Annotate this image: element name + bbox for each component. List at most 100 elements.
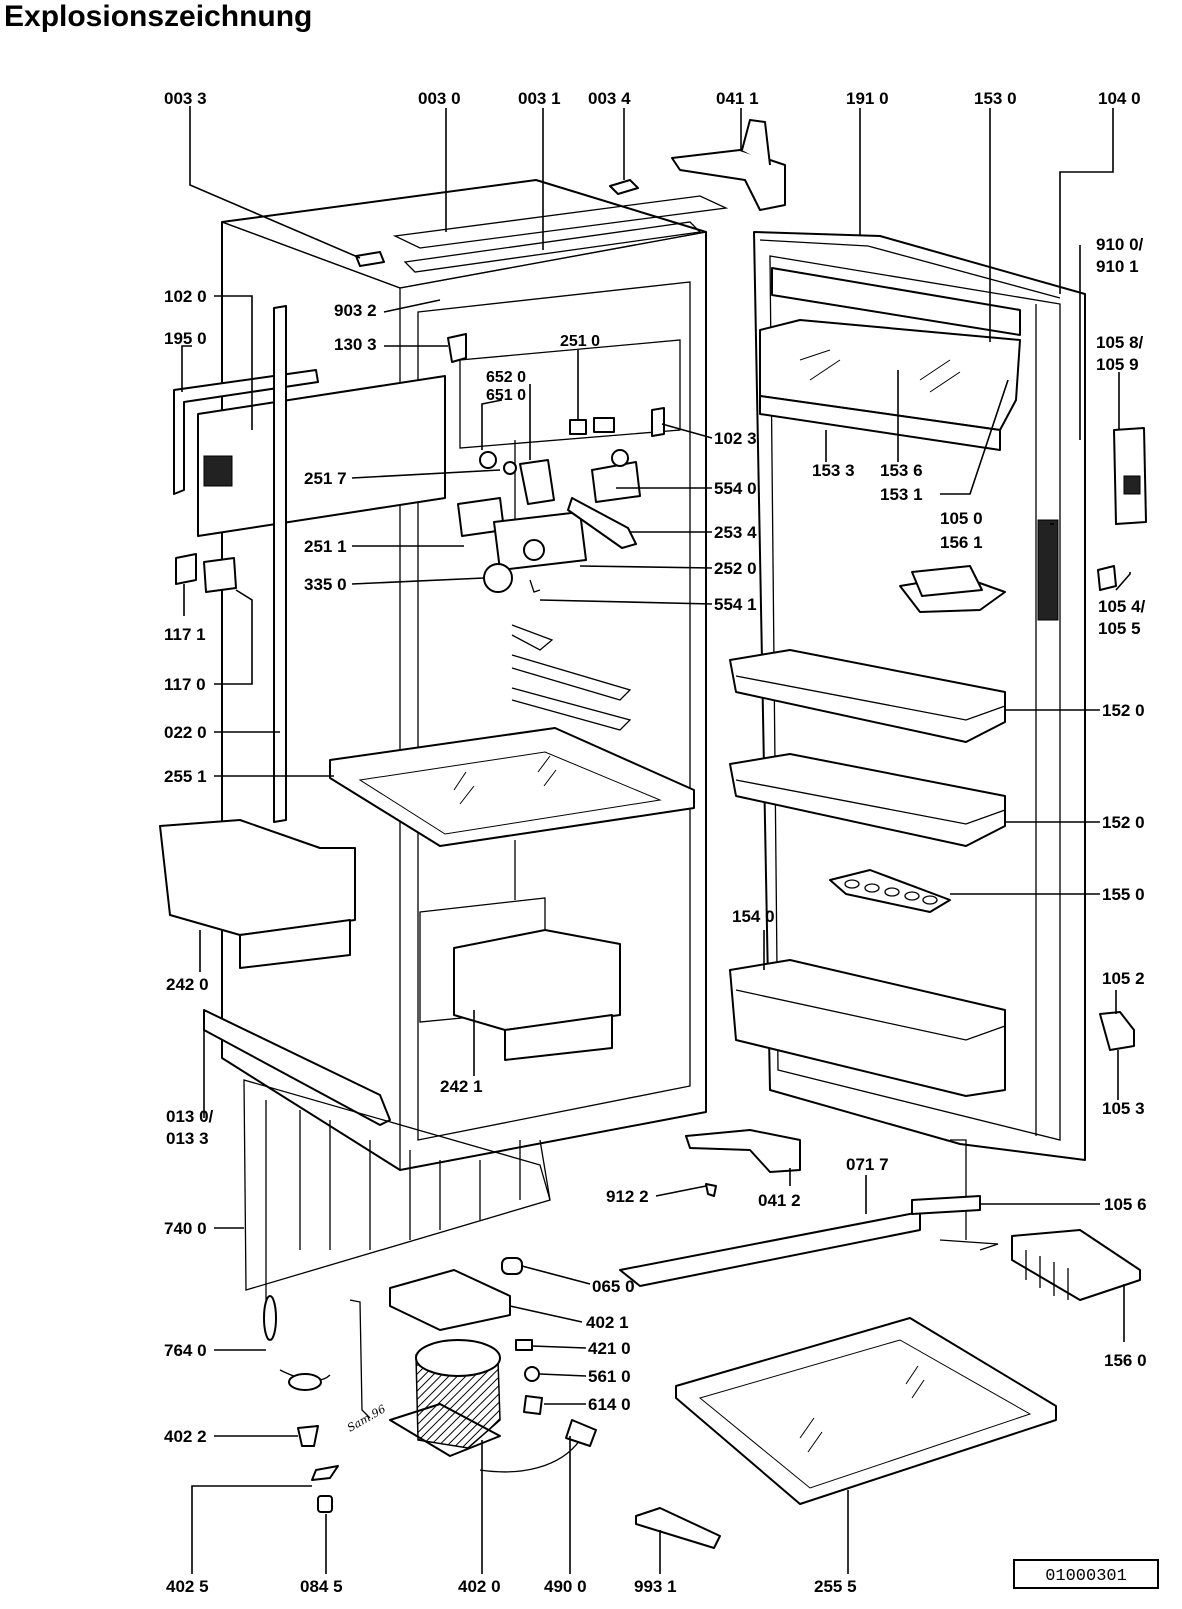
label-part: 071 7 (846, 1155, 889, 1174)
label-part: 910 0/ (1096, 235, 1144, 254)
label-part: 252 0 (714, 559, 757, 578)
door-shelf-middle (729, 753, 1006, 847)
label-part: 013 3 (166, 1129, 209, 1148)
glass-shelf-upper (329, 727, 695, 847)
compressor-assembly (349, 1257, 597, 1473)
ice-cube-tray (1011, 1229, 1141, 1301)
document-number: 01000301 (1045, 1567, 1127, 1586)
label-part: 614 0 (588, 1395, 631, 1414)
label-part: 402 2 (164, 1427, 207, 1446)
label-part: 041 1 (716, 89, 759, 108)
label-part: 105 0 (940, 509, 983, 528)
top-cover-strips (392, 195, 729, 273)
label-part: 993 1 (634, 1577, 677, 1596)
label-part: 335 0 (304, 575, 347, 594)
label-part: 105 4/ (1098, 597, 1146, 616)
evaporator-panel (173, 369, 446, 537)
label-part: 084 5 (300, 1577, 343, 1596)
thermostat-assembly (447, 333, 665, 593)
label-part: 255 1 (164, 767, 207, 786)
label-part: 251 1 (304, 537, 347, 556)
door-shelf-upper (729, 649, 1006, 743)
document-number-box: 01000301 (1013, 1559, 1159, 1589)
label-part: 490 0 (544, 1577, 587, 1596)
label-part: 155 0 (1102, 885, 1145, 904)
label-part: 156 1 (940, 533, 983, 552)
label-part: 402 5 (166, 1577, 209, 1596)
label-part: 003 4 (588, 89, 631, 108)
label-part: 251 7 (304, 469, 347, 488)
label-part: 740 0 (164, 1219, 207, 1238)
label-part: 105 6 (1104, 1195, 1147, 1214)
label-part: 255 5 (814, 1577, 857, 1596)
sensor-bulb (263, 1100, 331, 1391)
label-part: 013 0/ (166, 1107, 214, 1126)
storage-box-left (159, 819, 356, 969)
label-part: 153 0 (974, 89, 1017, 108)
label-part: 903 2 (334, 301, 377, 320)
label-part: 402 1 (586, 1313, 629, 1332)
label-part: 153 1 (880, 485, 923, 504)
label-part: 421 0 (588, 1339, 631, 1358)
clip-part (355, 251, 385, 267)
condenser (243, 1079, 551, 1291)
label-part: 153 6 (880, 461, 923, 480)
label-part: 022 0 (164, 723, 207, 742)
label-part: 102 0 (164, 287, 207, 306)
label-part: 117 1 (164, 625, 206, 644)
leader-lines (181, 106, 1131, 1574)
label-part: 152 0 (1102, 813, 1145, 832)
label-part: 105 8/ (1096, 333, 1144, 352)
label-part: 402 0 (458, 1577, 501, 1596)
label-part: 154 0 (732, 907, 775, 926)
label-part: 242 1 (440, 1077, 483, 1096)
door-hinge-parts (1097, 427, 1147, 1051)
label-part: 191 0 (846, 89, 889, 108)
clip-part-small (609, 179, 639, 195)
label-part: 105 9 (1096, 355, 1139, 374)
label-part: 003 3 (164, 89, 207, 108)
label-part: 003 1 (518, 89, 561, 108)
handle-strip (1037, 519, 1059, 621)
label-part: 102 3 (714, 429, 757, 448)
hinge-cover-parts (175, 553, 237, 593)
label-part: 153 3 (812, 461, 855, 480)
door-bracket (911, 1139, 999, 1251)
dairy-compartment (759, 267, 1021, 451)
label-part: 652 0 (486, 369, 526, 386)
label-part: 117 0 (164, 675, 206, 694)
part-number-labels: 003 3 003 0 003 1 003 4 041 1 191 0 153 … (164, 89, 1147, 1596)
label-part: 104 0 (1098, 89, 1141, 108)
top-hinge (671, 119, 786, 211)
label-part: 130 3 (334, 335, 377, 354)
label-part: 105 2 (1102, 969, 1145, 988)
leveling-foot (635, 1507, 721, 1549)
label-part: 003 0 (418, 89, 461, 108)
label-part: 065 0 (592, 1277, 635, 1296)
lower-hinge-rail (203, 1009, 391, 1126)
diagram-title: Explosionszeichnung (4, 0, 313, 33)
screw (705, 1183, 717, 1197)
label-part: 152 0 (1102, 701, 1145, 720)
artist-signature: Sam.96 (345, 1402, 388, 1434)
label-part: 253 4 (714, 523, 757, 542)
cabinet-body (221, 179, 707, 1171)
label-part: 554 0 (714, 479, 757, 498)
label-part: 041 2 (758, 1191, 801, 1210)
label-part: 912 2 (606, 1187, 649, 1206)
label-part: 561 0 (588, 1367, 631, 1386)
bottle-shelf (729, 959, 1006, 1097)
label-part: 251 0 (560, 333, 600, 350)
label-part: 554 1 (714, 595, 757, 614)
side-strip (273, 305, 287, 823)
label-part: 105 5 (1098, 619, 1141, 638)
label-part: 764 0 (164, 1341, 207, 1360)
label-part: 910 1 (1096, 257, 1139, 276)
bottom-hinge (685, 1129, 801, 1173)
small-fittings (297, 1425, 339, 1513)
crisper-box (453, 929, 621, 1061)
label-part: 651 0 (486, 387, 526, 404)
label-part: 195 0 (164, 329, 207, 348)
label-part: 242 0 (166, 975, 209, 994)
